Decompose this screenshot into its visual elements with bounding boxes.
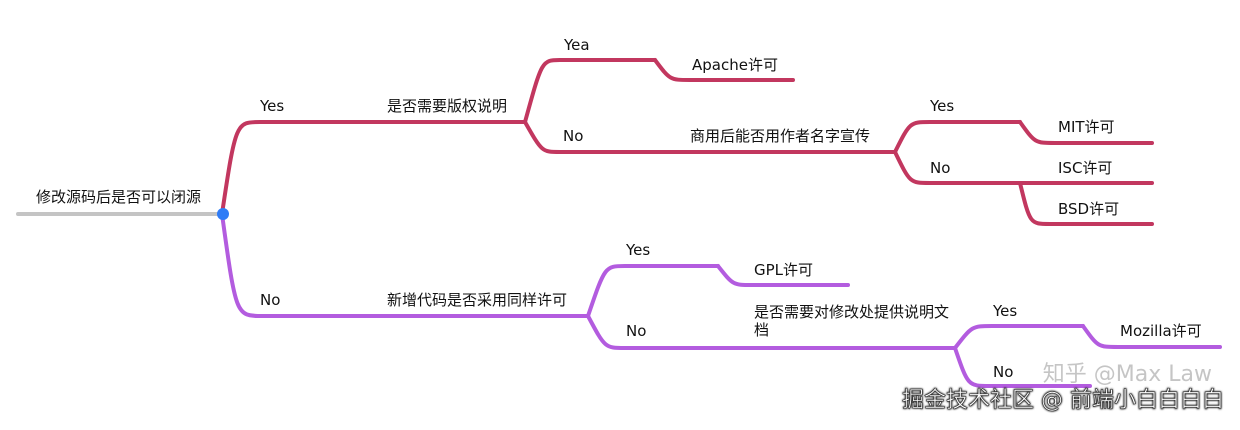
edge-apache <box>653 58 795 82</box>
watermark-zhihu: 知乎 @Max Law <box>1042 362 1212 387</box>
label-copyright-question: 是否需要版权说明 <box>387 97 508 115</box>
label-commercial-question: 商用后能否用作者名字宣传 <box>690 127 871 145</box>
label-yes-4: Yes <box>626 241 651 259</box>
label-yes-3: Yes <box>930 97 955 115</box>
label-no-3: No <box>930 159 951 177</box>
label-bsd: BSD许可 <box>1058 200 1120 218</box>
label-yes: Yes <box>260 97 285 115</box>
edge-gpl <box>716 264 850 287</box>
label-yes-5: Yes <box>993 302 1018 320</box>
edge-mit <box>1018 120 1154 145</box>
root-node-dot <box>217 208 229 220</box>
edge-bsd <box>1018 181 1154 226</box>
edge-no3 <box>893 150 1022 185</box>
edge-no5 <box>953 346 1092 388</box>
label-no: No <box>260 291 281 309</box>
edge-yes5 <box>953 324 1085 350</box>
edge-yes <box>220 119 527 216</box>
edge-no <box>220 212 590 318</box>
edge-yea <box>523 58 657 124</box>
root-label: 修改源码后是否可以闭源 <box>36 188 202 206</box>
label-apache: Apache许可 <box>692 56 778 74</box>
watermark-juejin: 掘金技术社区 @ 前端小白白白白 <box>902 388 1225 414</box>
edge-no2 <box>523 120 897 154</box>
label-isc: ISC许可 <box>1058 159 1113 177</box>
label-docs-question: 是否需要对修改处提供说明文档 <box>754 303 950 339</box>
edge-mozilla <box>1081 324 1222 349</box>
edge-yes3 <box>893 120 1022 154</box>
label-mozilla: Mozilla许可 <box>1120 322 1202 340</box>
label-mit: MIT许可 <box>1058 118 1115 136</box>
edge-no4 <box>586 314 957 350</box>
edge-yes4 <box>586 264 720 318</box>
label-no-2: No <box>563 127 584 145</box>
label-no-4: No <box>626 322 647 340</box>
label-gpl: GPL许可 <box>754 261 814 279</box>
label-newcode-question: 新增代码是否采用同样许可 <box>387 291 568 309</box>
label-no-5: No <box>993 363 1014 381</box>
label-yea: Yea <box>564 36 590 54</box>
